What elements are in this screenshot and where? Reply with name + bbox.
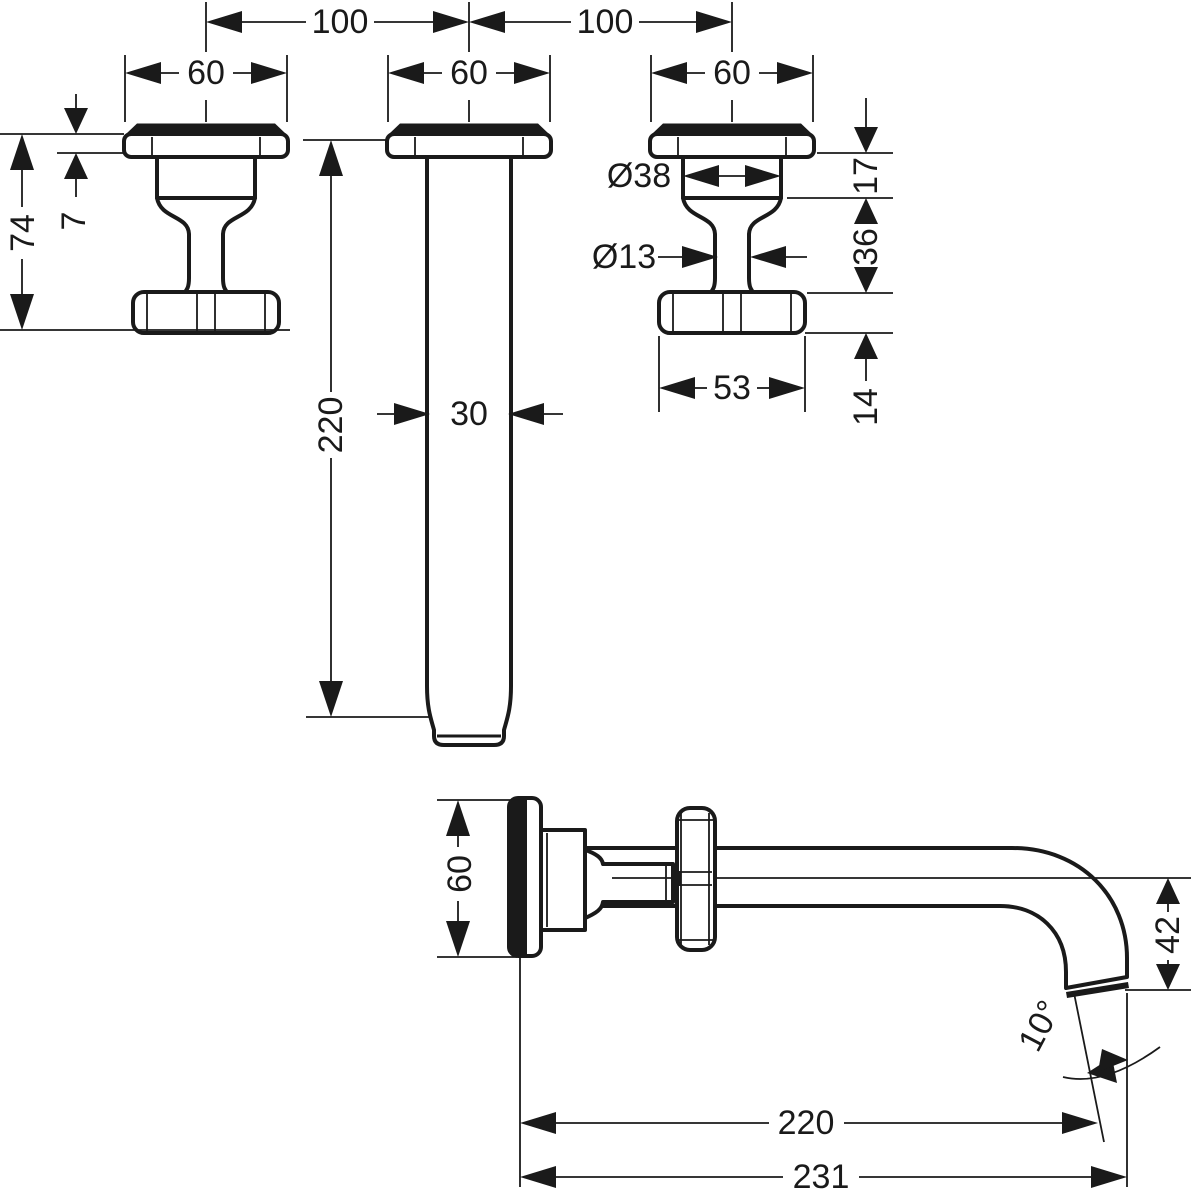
dim-outlet-drop: 42 xyxy=(1125,878,1191,991)
dim-label-bar-thickness: 14 xyxy=(847,388,885,426)
dim-escutcheon-widths: 60 60 60 xyxy=(124,54,814,122)
dim-label-spout-projection: 220 xyxy=(312,397,350,454)
center-lines xyxy=(205,2,733,122)
dim-label-spout-reach: 220 xyxy=(778,1104,835,1142)
spout-escutcheon xyxy=(385,121,553,159)
left-handle-front xyxy=(124,124,288,334)
dim-label-stem-diameter: Ø13 xyxy=(592,238,656,276)
dim-label-plate-thickness: 7 xyxy=(55,212,93,231)
wall-plate-side xyxy=(507,796,543,958)
top-view: 100 100 60 60 60 74 xyxy=(0,2,893,747)
dim-label-valve-diameter: Ø38 xyxy=(607,157,671,195)
dim-label-stem-length: 36 xyxy=(847,228,885,266)
dim-label-projection: 74 xyxy=(4,214,42,252)
dim-label-spacing-left: 100 xyxy=(312,3,369,41)
dim-label-spacing-right: 100 xyxy=(577,3,634,41)
dim-label-esc-left: 60 xyxy=(187,54,225,92)
dim-bar-length: 53 xyxy=(658,336,806,412)
dim-valve-diameter: Ø38 xyxy=(607,157,781,195)
dim-label-bar-length: 53 xyxy=(713,369,751,407)
dim-label-total-reach: 231 xyxy=(793,1158,850,1196)
handle-stem-side xyxy=(581,847,675,921)
side-view: 60 42 10° 220 xyxy=(437,796,1191,1196)
dim-plate-height: 60 xyxy=(437,799,517,958)
dim-outlet-angle: 10° xyxy=(1011,992,1161,1187)
handle-side xyxy=(675,806,717,952)
dim-label-esc-center: 60 xyxy=(450,54,488,92)
dim-label-outlet-drop: 42 xyxy=(1149,916,1187,954)
dim-label-outlet-angle: 10° xyxy=(1011,994,1069,1057)
dim-handle-projection: 74 7 xyxy=(0,94,290,331)
dim-reach: 220 231 xyxy=(519,958,1127,1196)
aerator xyxy=(1066,982,1129,998)
dim-label-spout-width: 30 xyxy=(450,395,488,433)
dim-label-esc-right: 60 xyxy=(713,54,751,92)
dim-label-plate-height: 60 xyxy=(441,855,479,893)
dim-label-valve-height: 17 xyxy=(847,157,885,195)
right-handle-front xyxy=(650,124,814,334)
dim-stem-diameter: Ø13 xyxy=(592,238,807,276)
dim-spout-projection: 220 xyxy=(303,139,429,718)
dim-right-chain: 17 36 14 xyxy=(787,98,893,426)
dim-handle-spacing: 100 100 xyxy=(206,3,732,41)
dim-spout-width: 30 xyxy=(377,395,563,433)
spout-front xyxy=(385,121,553,747)
